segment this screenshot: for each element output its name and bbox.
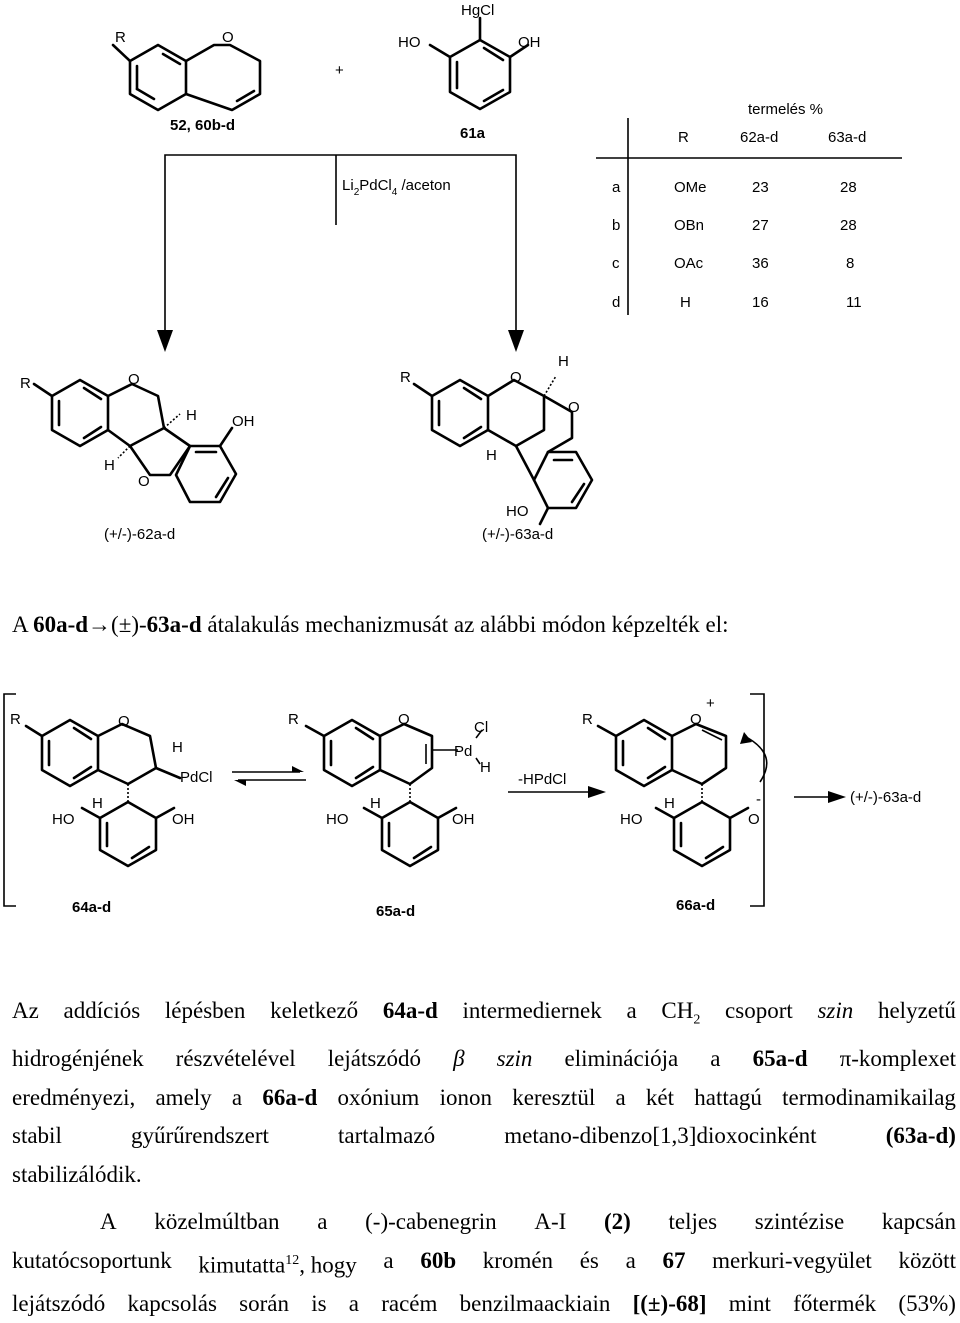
compound-label-64: 64a-d — [72, 899, 111, 916]
svg-text:HO: HO — [506, 503, 529, 520]
svg-text:HO: HO — [52, 811, 75, 828]
svg-text:O: O — [398, 711, 410, 728]
svg-text:36: 36 — [752, 255, 769, 272]
svg-text:OH: OH — [172, 811, 195, 828]
svg-text:8: 8 — [846, 255, 854, 272]
svg-text:27: 27 — [752, 217, 769, 234]
svg-text:O: O — [118, 713, 130, 730]
reaction-scheme-1: R O 52, 60b-d + HgCl HO OH 61a Li2PdCl4 … — [20, 2, 902, 543]
svg-text:H: H — [186, 407, 197, 424]
svg-text:PdCl: PdCl — [180, 769, 213, 786]
table-row: c OAc 36 8 — [612, 255, 854, 272]
mechanism-scheme: R O H PdCl H HO OH R O Cl Pd H H — [3, 693, 921, 920]
svg-text:d: d — [612, 294, 620, 311]
table-row: a OMe 23 28 — [612, 179, 857, 196]
section-heading: A 60a-d→(±)-63a-d átalakulás mechanizmus… — [12, 612, 729, 637]
compound-label-65: 65a-d — [376, 903, 415, 920]
plus-sign: + — [335, 62, 344, 79]
compound-label-61a: 61a — [460, 125, 486, 142]
table-row: d H 16 11 — [612, 294, 862, 311]
svg-text:b: b — [612, 217, 620, 234]
svg-text:OH: OH — [232, 413, 255, 430]
oxonium-66-structure: R O + H HO O - — [582, 695, 768, 868]
svg-text:16: 16 — [752, 294, 769, 311]
table-title: termelés % — [748, 101, 823, 118]
svg-text:H: H — [680, 294, 691, 311]
reaction-condition: Li2PdCl4 /aceton — [342, 177, 451, 198]
svg-text:a: a — [612, 179, 621, 196]
table-header: 63a-d — [828, 129, 866, 146]
svg-text:28: 28 — [840, 217, 857, 234]
svg-text:H: H — [172, 739, 183, 756]
svg-text:R: R — [20, 375, 31, 392]
pi-complex-65-structure: R O Cl Pd H H HO OH — [288, 711, 491, 868]
product-arrow: (+/-)-63a-d — [794, 789, 921, 806]
svg-text:H: H — [104, 457, 115, 474]
svg-text:+: + — [706, 695, 715, 712]
product-63-structure: R O H O H HO — [400, 353, 594, 526]
svg-text:HgCl: HgCl — [461, 2, 494, 19]
table-row: b OBn 27 28 — [612, 217, 857, 234]
svg-text:OH: OH — [518, 34, 541, 51]
product-62-structure: R O H OH H O — [20, 371, 255, 504]
compound-label-63: (+/-)-63a-d — [482, 526, 553, 543]
svg-text:(+/-)-63a-d: (+/-)-63a-d — [850, 789, 921, 806]
svg-text:R: R — [582, 711, 593, 728]
svg-text:R: R — [10, 711, 21, 728]
svg-text:11: 11 — [846, 294, 862, 311]
svg-text:H: H — [664, 795, 675, 812]
svg-text:O: O — [138, 473, 150, 490]
svg-text:O: O — [510, 369, 522, 386]
svg-text:OMe: OMe — [674, 179, 707, 196]
svg-text:23: 23 — [752, 179, 769, 196]
table-header: R — [678, 129, 689, 146]
svg-text:H: H — [92, 795, 103, 812]
svg-text:Pd: Pd — [454, 743, 472, 760]
svg-text:O: O — [222, 29, 234, 46]
compound-label-66: 66a-d — [676, 897, 715, 914]
chromene-structure: R O — [111, 29, 262, 112]
svg-text:H: H — [480, 759, 491, 776]
svg-text:R: R — [288, 711, 299, 728]
reaction-arrows — [157, 154, 524, 352]
svg-text:O: O — [748, 811, 760, 828]
compound-label-62: (+/-)-62a-d — [104, 526, 175, 543]
text-line: stabilizálódik. — [12, 1161, 142, 1187]
intermediate-64-structure: R O H PdCl H HO OH — [10, 711, 213, 868]
svg-text:H: H — [486, 447, 497, 464]
svg-text:OH: OH — [452, 811, 475, 828]
svg-text:-HPdCl: -HPdCl — [518, 771, 566, 788]
svg-text:-: - — [756, 791, 761, 808]
equilibrium-arrows — [232, 766, 306, 786]
svg-text:Cl: Cl — [474, 719, 488, 736]
svg-text:O: O — [690, 711, 702, 728]
svg-text:HO: HO — [620, 811, 643, 828]
svg-text:OBn: OBn — [674, 217, 704, 234]
svg-text:H: H — [558, 353, 569, 370]
svg-text:O: O — [568, 399, 580, 416]
svg-text:c: c — [612, 255, 620, 272]
svg-text:O: O — [128, 371, 140, 388]
svg-text:HO: HO — [398, 34, 421, 51]
svg-text:R: R — [400, 369, 411, 386]
svg-text:H: H — [370, 795, 381, 812]
svg-text:R: R — [115, 29, 126, 46]
compound-label-60: 52, 60b-d — [170, 117, 235, 134]
table-header: 62a-d — [740, 129, 778, 146]
yield-table: termelés % R 62a-d 63a-d a OMe 23 28 b O… — [596, 101, 902, 315]
svg-text:OAc: OAc — [674, 255, 704, 272]
svg-text:28: 28 — [840, 179, 857, 196]
elimination-arrow: -HPdCl — [508, 771, 606, 798]
mercury-reagent-structure: HgCl HO OH — [398, 2, 541, 111]
svg-text:HO: HO — [326, 811, 349, 828]
